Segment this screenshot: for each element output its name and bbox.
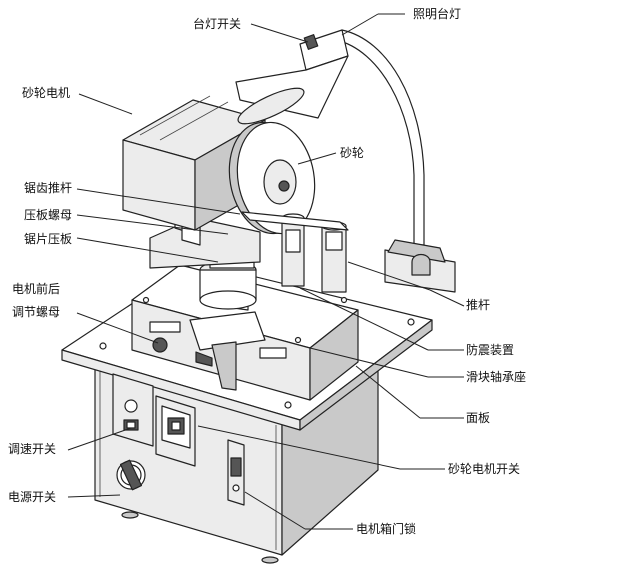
label-panel: 面板 xyxy=(466,411,491,425)
label-lamp: 照明台灯 xyxy=(413,7,462,21)
label-blade-clamp: 锯片压板 xyxy=(24,232,73,246)
label-motor-adjust-2: 调节螺母 xyxy=(12,305,61,319)
shock-device xyxy=(241,211,349,293)
label-motor-adjust-1: 电机前后 xyxy=(12,282,61,296)
label-cabinet-lock: 电机箱门锁 xyxy=(356,522,417,536)
label-power-switch: 电源开关 xyxy=(8,490,57,504)
control-panel xyxy=(112,373,245,506)
label-clamp-nut: 压板螺母 xyxy=(24,208,73,222)
grinding-wheel xyxy=(228,121,316,235)
label-shock-device: 防震装置 xyxy=(466,343,515,357)
label-saw-push-rod: 锯齿推杆 xyxy=(24,181,73,195)
label-wheel-motor: 砂轮电机 xyxy=(22,86,71,100)
label-push-rod: 推杆 xyxy=(466,298,491,312)
label-wheel-motor-switch: 砂轮电机开关 xyxy=(448,462,521,476)
label-slide-bearing: 滑块轴承座 xyxy=(466,370,527,384)
label-lamp-switch: 台灯开关 xyxy=(193,17,242,31)
label-speed-switch: 调速开关 xyxy=(8,442,57,456)
leader-lines xyxy=(67,13,465,530)
lamp xyxy=(235,29,456,293)
label-wheel: 砂轮 xyxy=(340,146,365,160)
